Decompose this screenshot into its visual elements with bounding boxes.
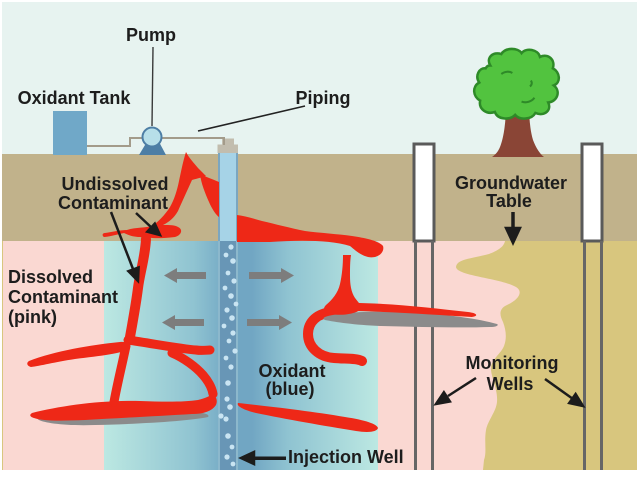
svg-text:Oxidant Tank: Oxidant Tank: [18, 88, 132, 108]
svg-text:Piping: Piping: [296, 88, 351, 108]
svg-text:Undissolved: Undissolved: [61, 174, 168, 194]
svg-text:Dissolved: Dissolved: [8, 267, 93, 287]
svg-text:Wells: Wells: [487, 374, 534, 394]
svg-text:Groundwater: Groundwater: [455, 173, 567, 193]
svg-text:Oxidant: Oxidant: [258, 361, 325, 381]
svg-text:(blue): (blue): [266, 379, 315, 399]
svg-text:Injection Well: Injection Well: [288, 447, 404, 467]
svg-text:Table: Table: [486, 191, 532, 211]
svg-text:Monitoring: Monitoring: [466, 353, 559, 373]
svg-text:Pump: Pump: [126, 25, 176, 45]
svg-text:Contaminant: Contaminant: [58, 193, 168, 213]
svg-text:(pink): (pink): [8, 307, 57, 327]
svg-text:Contaminant: Contaminant: [8, 287, 118, 307]
